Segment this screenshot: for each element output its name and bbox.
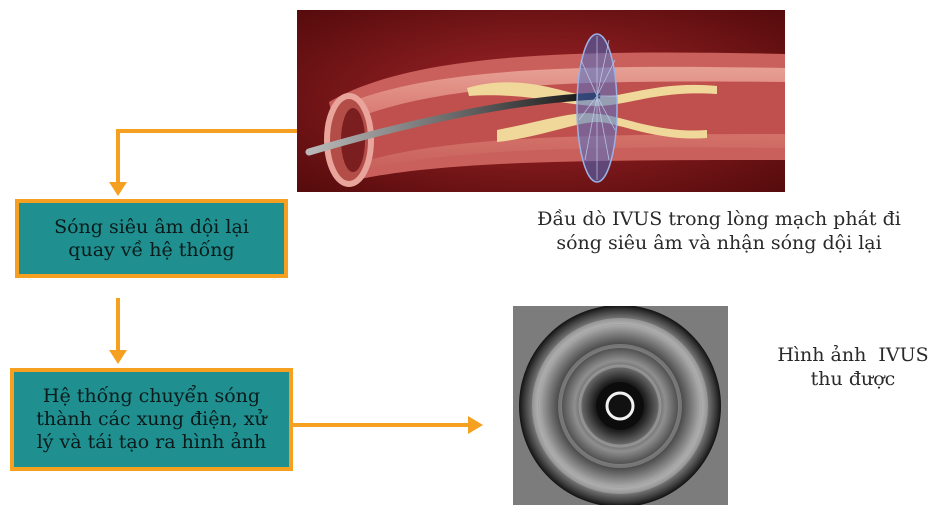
probe-caption-line1: Đầu dò IVUS trong lòng mạch phát đi [505, 207, 933, 231]
echo-box-line1: Sóng siêu âm dội lại [54, 216, 249, 239]
ivus-image [513, 306, 728, 505]
result-caption: Hình ảnh IVUS thu được [763, 343, 943, 391]
echo-return-box: Sóng siêu âm dội lại quay về hệ thống [15, 199, 288, 278]
processing-box: Hệ thống chuyển sóng thành các xung điện… [10, 368, 293, 471]
processing-box-line1: Hệ thống chuyển sóng [36, 385, 267, 408]
result-caption-line2: thu được [763, 367, 943, 391]
probe-caption: Đầu dò IVUS trong lòng mạch phát đi sóng… [505, 207, 933, 255]
result-caption-line1: Hình ảnh IVUS [763, 343, 943, 367]
echo-box-line2: quay về hệ thống [54, 239, 249, 262]
arrow-to-echo-box [118, 131, 297, 185]
processing-box-line3: lý và tái tạo ra hình ảnh [36, 431, 267, 454]
processing-box-line2: thành các xung điện, xử [36, 408, 267, 431]
vessel-illustration [297, 10, 785, 192]
probe-caption-line2: sóng siêu âm và nhận sóng dội lại [505, 231, 933, 255]
